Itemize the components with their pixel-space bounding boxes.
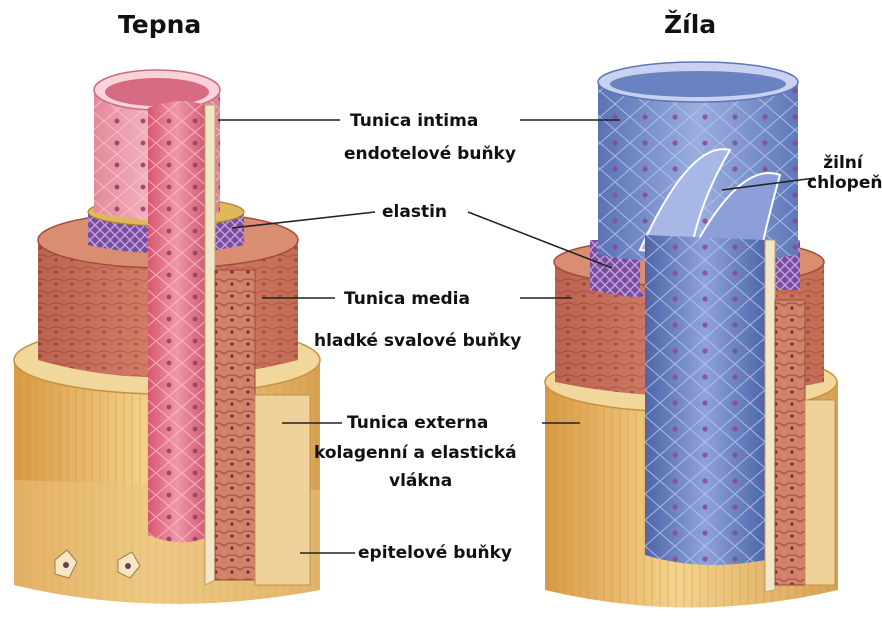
label-smooth-muscle: hladké svalové buňky xyxy=(314,330,521,352)
artery-illustration xyxy=(14,70,320,604)
label-fibers-line1: kolagenní a elastická xyxy=(314,442,517,464)
vein-title: Žíla xyxy=(664,10,716,39)
label-fibers-line2: vlákna xyxy=(389,470,452,492)
label-endothelial-cells: endotelové buňky xyxy=(344,143,516,165)
label-epithelial-cells: epitelové buňky xyxy=(358,542,512,564)
label-valve-line2: chlopeň xyxy=(807,172,879,194)
label-tunica-externa: Tunica externa xyxy=(347,412,488,434)
label-elastin: elastin xyxy=(382,201,447,223)
label-tunica-intima: Tunica intima xyxy=(350,110,478,132)
label-tunica-media: Tunica media xyxy=(344,288,470,310)
artery-title: Tepna xyxy=(118,10,201,39)
vein-illustration xyxy=(545,62,838,608)
label-valve-line1: žilní xyxy=(807,152,879,174)
